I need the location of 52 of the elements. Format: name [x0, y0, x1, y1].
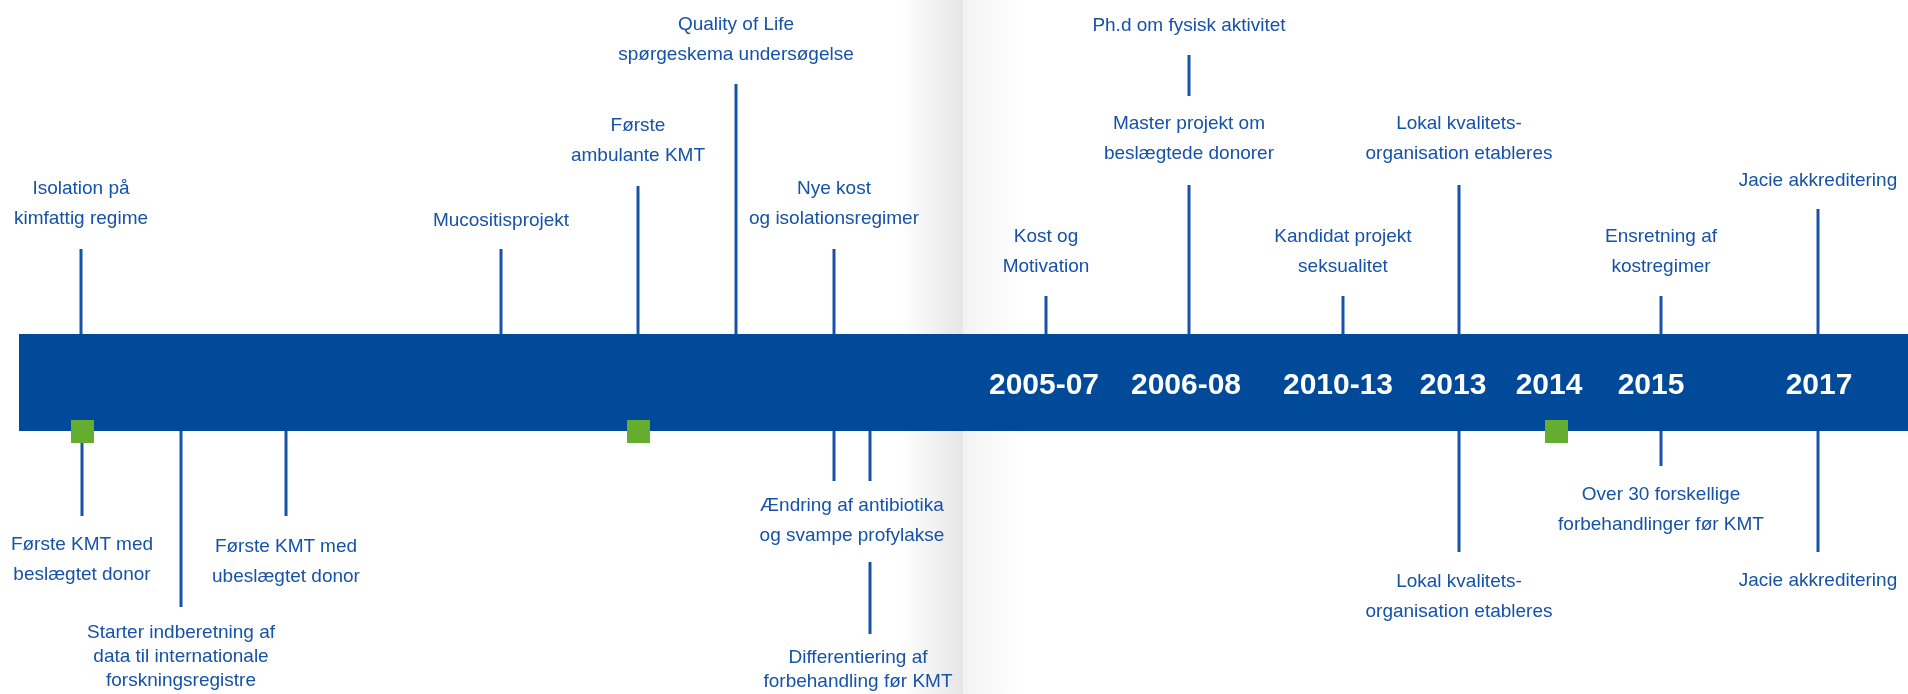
leader-line — [1659, 431, 1663, 466]
year-label: 2005-07 — [988, 365, 1100, 401]
event-label: Ensretning af kostregimer — [1586, 221, 1736, 281]
year-label: 2010-13 — [1282, 365, 1394, 401]
event-label: Kost og Motivation — [991, 221, 1101, 281]
event-label: Kandidat projekt seksualitet — [1260, 221, 1426, 281]
event-label: Første KMT med beslægtet donor — [2, 529, 162, 589]
year-label: 2015 — [1617, 365, 1685, 401]
leader-line — [284, 431, 288, 516]
leader-line — [1816, 431, 1820, 552]
event-label: Starter indberetning af data til internationale forskningsregistre — [78, 620, 284, 692]
leader-line — [179, 431, 183, 607]
leader-line — [734, 84, 738, 334]
leader-line — [832, 249, 836, 334]
event-label: Første KMT med ubeslægtet donor — [203, 531, 369, 591]
event-label: Lokal kvalitets- organisation etableres — [1351, 566, 1567, 626]
event-label: Mucositisprojekt — [401, 205, 601, 235]
leader-line — [80, 443, 84, 516]
leader-line — [868, 562, 872, 634]
timeline-bar — [19, 334, 1908, 431]
milestone-marker — [626, 420, 650, 443]
leader-line — [832, 431, 836, 481]
leader-line — [868, 431, 872, 481]
event-label: Master projekt om beslægtede donorer — [1094, 108, 1284, 168]
year-label: 2013 — [1419, 365, 1487, 401]
leader-line — [499, 249, 503, 334]
event-label: Nye kost og isolationsregimer — [739, 173, 929, 233]
leader-line — [1816, 209, 1820, 334]
event-label: Quality of Life spørgeskema undersøgelse — [616, 9, 856, 69]
milestone-marker — [70, 420, 94, 443]
event-label: Lokal kvalitets- organisation etableres — [1351, 108, 1567, 168]
leader-line — [79, 249, 83, 334]
leader-line — [636, 186, 640, 334]
leader-line — [1044, 296, 1048, 334]
milestone-marker — [1544, 420, 1568, 443]
year-label: 2014 — [1515, 365, 1583, 401]
event-label: Differentiering af forbehandling før KMT — [753, 645, 963, 693]
event-label: Jacie akkreditering — [1730, 565, 1906, 595]
leader-line — [1457, 431, 1461, 552]
event-label: Ændring af antibiotika og svampe profylakse — [753, 490, 951, 550]
event-label: Over 30 forskellige forbehandlinger før KMT — [1546, 479, 1776, 539]
event-label: Jacie akkreditering — [1730, 165, 1906, 195]
leader-line — [1341, 296, 1345, 334]
leader-line — [1457, 185, 1461, 334]
leader-line — [1659, 296, 1663, 334]
event-label: Ph.d om fysisk aktivitet — [1059, 10, 1319, 40]
year-label: 2017 — [1785, 365, 1853, 401]
leader-line — [1187, 185, 1191, 334]
event-label: Første ambulante KMT — [568, 110, 708, 170]
event-label: Isolation på kimfattig regime — [1, 173, 161, 233]
year-label: 2006-08 — [1130, 365, 1242, 401]
leader-line — [1187, 55, 1191, 96]
